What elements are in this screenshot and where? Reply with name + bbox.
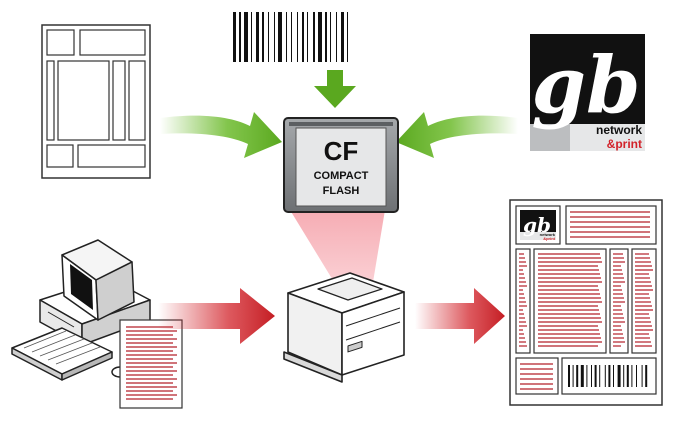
output-logo-letters: gb — [523, 213, 551, 237]
desktop-computer-icon — [11, 239, 151, 381]
logo-arrow — [396, 112, 518, 158]
cf-line-compact: COMPACT — [314, 170, 369, 182]
printed-form-icon: gb network &print — [509, 199, 663, 406]
document-icon — [119, 319, 183, 409]
barcode-arrow — [314, 70, 356, 108]
logo-print: &print — [607, 137, 642, 151]
output-logo-network: network — [540, 232, 556, 237]
form-template-icon — [41, 24, 151, 179]
logo-letters: gb — [531, 40, 640, 131]
gb-network-print-logo: gb network &print — [530, 34, 645, 151]
output-logo-print: &print — [543, 236, 555, 241]
cf-line-flash: FLASH — [323, 185, 360, 197]
cf-title: CF — [324, 136, 359, 166]
computer-to-printer-arrow — [158, 288, 275, 344]
compact-flash-card: CF COMPACT FLASH — [283, 117, 399, 213]
barcode-icon — [233, 12, 348, 62]
logo-network: network — [596, 123, 642, 137]
printer-to-output-arrow — [415, 288, 505, 344]
laser-printer-icon — [283, 272, 405, 383]
form-arrow — [160, 112, 282, 158]
